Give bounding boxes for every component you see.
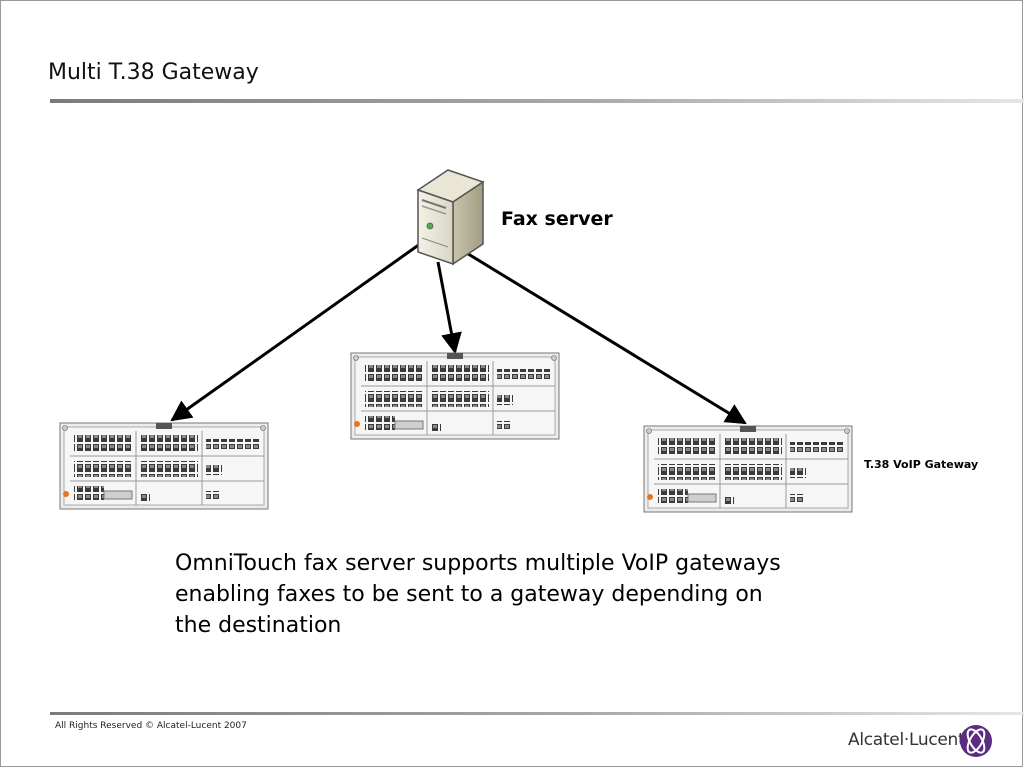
brand-name: Alcatel·Lucent	[848, 730, 965, 750]
connection-left	[170, 242, 421, 422]
caption: OmniTouch fax server supports multiple V…	[175, 548, 835, 641]
gateway-center	[350, 352, 560, 440]
connection-center	[436, 261, 462, 355]
fax-server-label: Fax server	[501, 208, 613, 230]
caption-line: the destination	[175, 613, 342, 638]
title-rule	[50, 99, 1024, 103]
slide-title: Multi T.38 Gateway	[48, 60, 259, 85]
gateway-left	[59, 422, 269, 510]
caption-line: OmniTouch fax server supports multiple V…	[175, 551, 781, 576]
alcatel-lucent-logo-icon	[960, 725, 992, 757]
footer-rule	[50, 712, 1024, 715]
gateway-right	[643, 425, 853, 513]
copyright-text: All Rights Reserved © Alcatel-Lucent 200…	[55, 721, 247, 731]
connection-right	[464, 250, 747, 425]
server-tower-icon	[416, 169, 485, 266]
caption-line: enabling faxes to be sent to a gateway d…	[175, 582, 763, 607]
gateway-label: T.38 VoIP Gateway	[864, 458, 979, 471]
